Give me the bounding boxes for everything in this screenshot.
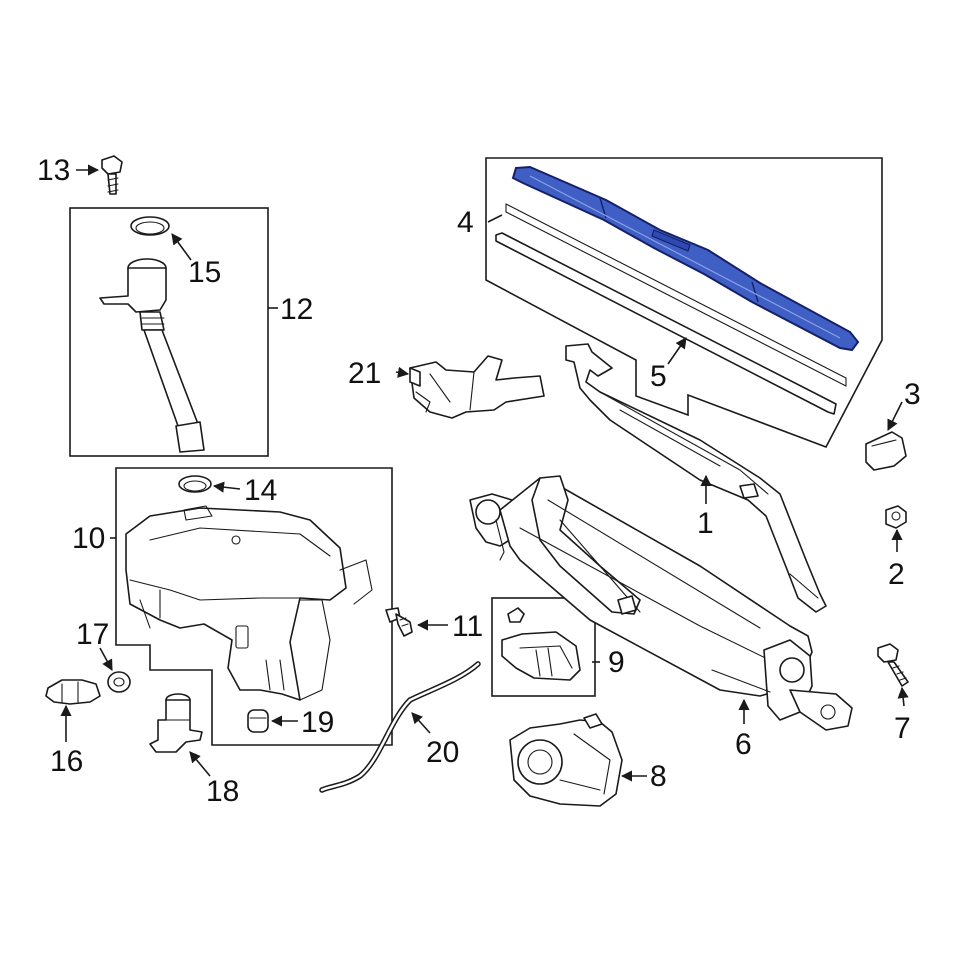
- callout-7: 7: [894, 712, 911, 745]
- wiper-motor-part-8[interactable]: [509, 713, 623, 807]
- callout-1: 1: [697, 507, 714, 540]
- callout-19: 19: [301, 706, 334, 739]
- washer-nozzle-bracket-part-21[interactable]: [409, 355, 545, 419]
- callout-10: 10: [72, 522, 105, 555]
- filler-neck-part-12[interactable]: [99, 258, 205, 453]
- callout-6: 6: [735, 728, 752, 761]
- callout-21: 21: [348, 357, 381, 390]
- wiper-blade-part-4[interactable]: [511, 165, 860, 352]
- callout-3: 3: [904, 378, 921, 411]
- callout-15: 15: [188, 256, 221, 289]
- washer-reservoir-group-box: [115, 467, 393, 746]
- grommet-part-19[interactable]: [247, 709, 269, 733]
- connector-part-16[interactable]: [45, 679, 101, 705]
- motor-cover-group-box: [491, 597, 596, 697]
- washer-reservoir-part-10[interactable]: [125, 505, 373, 701]
- leader-lines: [60, 164, 909, 782]
- callout-8: 8: [650, 760, 667, 793]
- callout-16: 16: [50, 745, 83, 778]
- wiper-blade-rubber-strip: [505, 203, 847, 387]
- screw-part-13[interactable]: [101, 155, 123, 195]
- wiper-linkage-part-6[interactable]: [469, 475, 853, 731]
- callout-11: 11: [452, 610, 483, 643]
- callout-20: 20: [426, 736, 459, 769]
- bolt-part-11[interactable]: [385, 607, 413, 637]
- washer-pump-part-18[interactable]: [149, 693, 203, 753]
- callout-4: 4: [457, 206, 474, 239]
- callout-14: 14: [244, 474, 277, 507]
- reservoir-filler-group-box: [69, 207, 269, 457]
- callout-12: 12: [280, 293, 313, 326]
- callout-9: 9: [608, 646, 625, 679]
- callout-18: 18: [206, 775, 239, 808]
- wiper-arm-part-1[interactable]: [565, 343, 827, 613]
- o-ring-part-15[interactable]: [130, 216, 170, 236]
- callout-13: 13: [37, 154, 70, 187]
- wiper-blade-refill-part-5[interactable]: [495, 232, 837, 415]
- nut-part-2[interactable]: [885, 505, 907, 529]
- callout-5: 5: [650, 360, 667, 393]
- callout-17: 17: [76, 618, 109, 651]
- motor-cover-part-9[interactable]: [501, 607, 581, 681]
- pivot-cap-part-3[interactable]: [865, 431, 907, 471]
- reservoir-seal-part-14[interactable]: [178, 475, 212, 493]
- wiper-blade-group-box: [485, 157, 883, 448]
- washer-hose-part-20[interactable]: [319, 661, 481, 793]
- bolt-part-7[interactable]: [877, 643, 909, 687]
- grommet-part-17[interactable]: [107, 671, 131, 693]
- callout-2: 2: [888, 558, 905, 591]
